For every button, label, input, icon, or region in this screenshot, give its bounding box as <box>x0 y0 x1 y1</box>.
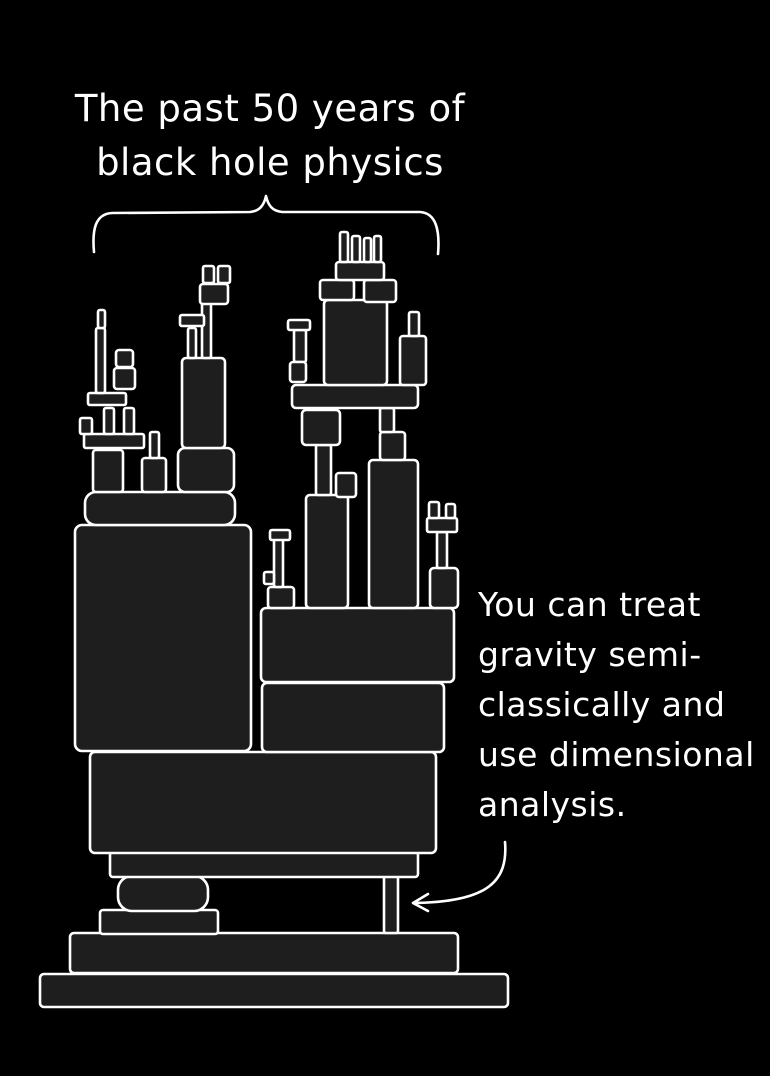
left-small-cube-b <box>114 348 135 369</box>
top-caption: The past 50 years of black hole physics <box>60 82 480 190</box>
foundation-pillar <box>382 874 400 935</box>
centre-tall-block <box>180 356 227 450</box>
upper-right-side-stick <box>407 310 421 338</box>
left-stick-tip <box>96 308 107 330</box>
centre-top-tiny-a <box>201 264 216 285</box>
right-upper-block <box>259 606 456 684</box>
side-caption-line-3: classically and <box>478 685 726 724</box>
upper-right-left-base <box>288 360 308 384</box>
right-tiny-cube <box>262 570 276 586</box>
right-tallest-block <box>367 458 420 610</box>
centre-stick-a <box>186 326 198 360</box>
curly-brace <box>92 194 440 256</box>
left-rounded-cap <box>83 490 237 527</box>
lower-platform <box>108 850 420 879</box>
left-small-pillar-tip <box>148 430 161 460</box>
right-edge-tiny-b <box>444 502 457 520</box>
upper-right-left-cap <box>286 318 312 332</box>
right-thin-stick-shelf <box>268 528 292 542</box>
right-thin-stick <box>272 533 285 589</box>
base-rounded-block <box>116 874 210 913</box>
right-small-base <box>266 585 296 610</box>
right-edge-block <box>428 566 460 610</box>
top-caption-line-1: The past 50 years of <box>74 87 466 130</box>
base-slab-second <box>68 931 460 975</box>
left-stick-shelf <box>86 391 128 407</box>
left-tiny-block-c <box>102 406 116 436</box>
left-tiny-block-a <box>78 416 94 436</box>
upper-right-main-block <box>322 298 389 387</box>
centre-rounded-block <box>176 446 236 494</box>
left-tall-stick <box>94 326 107 395</box>
upper-right-top-right <box>362 278 398 304</box>
right-edge-stick <box>435 530 449 570</box>
upper-right-left-stick <box>292 328 308 364</box>
centre-top-cube <box>198 282 230 306</box>
centre-stick-cap <box>178 313 206 328</box>
crown-stick-d <box>372 234 383 264</box>
right-lower-block <box>260 681 446 754</box>
side-caption-line-2: gravity semi- <box>478 635 702 674</box>
top-caption-line-2: black hole physics <box>96 141 444 184</box>
crown-stick-b <box>350 234 362 264</box>
upper-right-side-block <box>398 334 428 387</box>
right-mid-tall-block <box>304 493 350 610</box>
centre-top-tiny-b <box>216 264 232 285</box>
centre-stick-b <box>200 300 213 360</box>
upper-right-crown <box>334 260 386 282</box>
pointer-arrow <box>412 840 507 905</box>
side-caption: You can treat gravity semi- classically … <box>478 580 768 830</box>
base-slab-bottom <box>38 972 510 1009</box>
side-caption-line-1: You can treat <box>478 585 701 624</box>
left-shelf <box>82 432 146 450</box>
base-slab-third <box>98 908 220 936</box>
right-mid-cube <box>300 408 342 447</box>
left-tiny-block-b <box>122 406 136 436</box>
left-large-block <box>73 523 253 753</box>
right-tallest-cap <box>378 430 407 462</box>
left-small-pillar <box>140 456 168 494</box>
side-caption-line-4: use dimensional <box>478 735 755 774</box>
upper-right-top-left <box>318 278 356 302</box>
right-mid-side-cube <box>334 471 358 499</box>
crown-stick-a <box>338 230 350 264</box>
right-tallest-neck <box>378 406 396 434</box>
right-edge-shelf <box>425 516 459 534</box>
left-short-block <box>91 448 125 494</box>
pointer-arrowhead <box>411 892 430 913</box>
right-mid-neck <box>314 443 333 497</box>
wide-middle-block <box>88 750 438 855</box>
side-caption-line-5: analysis. <box>478 785 627 824</box>
left-small-cube-a <box>112 366 137 391</box>
right-edge-tiny-a <box>427 500 441 520</box>
crown-stick-c <box>362 236 373 264</box>
upper-right-plank <box>290 383 420 410</box>
